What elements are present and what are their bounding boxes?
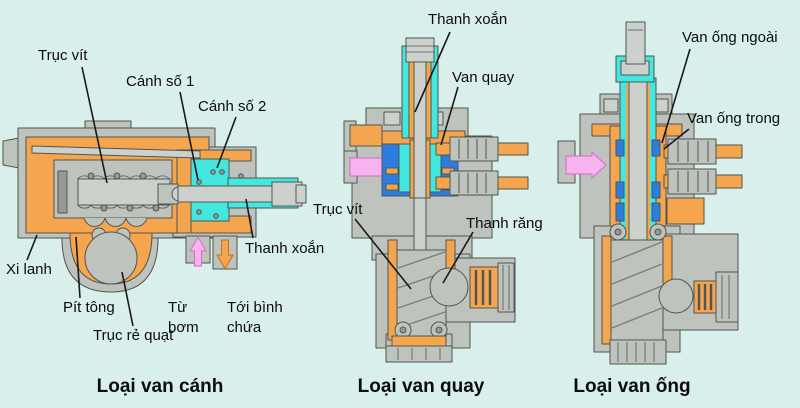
label-cylinder: Xi lanh [6,261,52,278]
vane-valve-body [171,158,307,222]
bottom-cap [609,339,667,365]
lower-bearings-and-cap [385,321,453,363]
worm-screw-section [601,223,673,345]
label-worm-screw: Trục vít [38,47,88,64]
label-rack: Thanh răng [466,215,543,232]
label-rotary-valve: Van quay [452,69,515,86]
label-to-reservoir: Tới bình chứa [227,299,283,336]
flow-ports [189,235,234,271]
pump-inlet-port [565,150,607,180]
reservoir-flow-arrow [216,239,234,271]
label-piston: Pít tông [63,299,115,316]
hydraulic-lines [435,136,529,196]
vane-valve-diagram [2,120,307,293]
sector-shaft-gear [84,227,138,285]
caption-vane-valve: Loại van cánh [96,376,224,397]
caption-rotary-valve: Loại van quay [357,376,485,397]
label-torsion-bar-rotary: Thanh xoắn [428,11,508,28]
piston-ball-nut [53,159,179,227]
spool-column [615,21,661,257]
label-outer-spool: Van ống ngoài [682,29,778,46]
spool-valve-diagram [557,21,743,365]
hydraulic-lines [663,138,743,225]
label-vane-1: Cánh số 1 [126,73,195,90]
label-inner-spool: Van ống trong [687,110,781,127]
label-vane-2: Cánh số 2 [198,98,267,115]
caption-spool-valve: Loại van ống [573,376,691,397]
label-from-pump: Từ bơm [168,299,199,336]
rack-and-spring [429,262,515,313]
leader-lines [26,31,691,327]
label-sector-shaft: Trục rẻ quạt [93,327,174,344]
rack-and-spring [658,271,739,323]
label-torsion-bar: Thanh xoắn [245,240,325,257]
pump-flow-arrow [189,235,207,267]
label-worm-screw-rotary: Trục vít [313,201,363,218]
rotary-valve-diagram [343,37,529,363]
